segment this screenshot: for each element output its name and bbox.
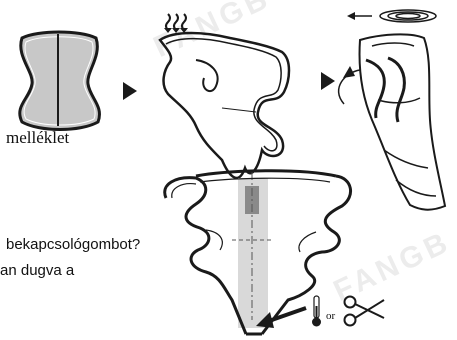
overlay-line-1: bekapcsológombot? bbox=[6, 236, 140, 253]
heat-waves-icon bbox=[164, 14, 188, 33]
softened-splint bbox=[160, 33, 289, 178]
splint-blank bbox=[20, 32, 100, 130]
fitted-splint bbox=[165, 171, 351, 334]
rotation-arrow-icon bbox=[347, 10, 436, 22]
arrow-right-icon bbox=[321, 72, 335, 90]
scissors-icon bbox=[345, 297, 385, 326]
rolled-splint bbox=[339, 34, 445, 209]
thermometer-icon bbox=[312, 296, 321, 327]
or-label: or bbox=[326, 310, 335, 322]
overlay-line-2: an dugva a bbox=[0, 262, 74, 279]
image-caption: melléklet bbox=[6, 128, 69, 148]
arrow-right-icon bbox=[123, 82, 137, 100]
